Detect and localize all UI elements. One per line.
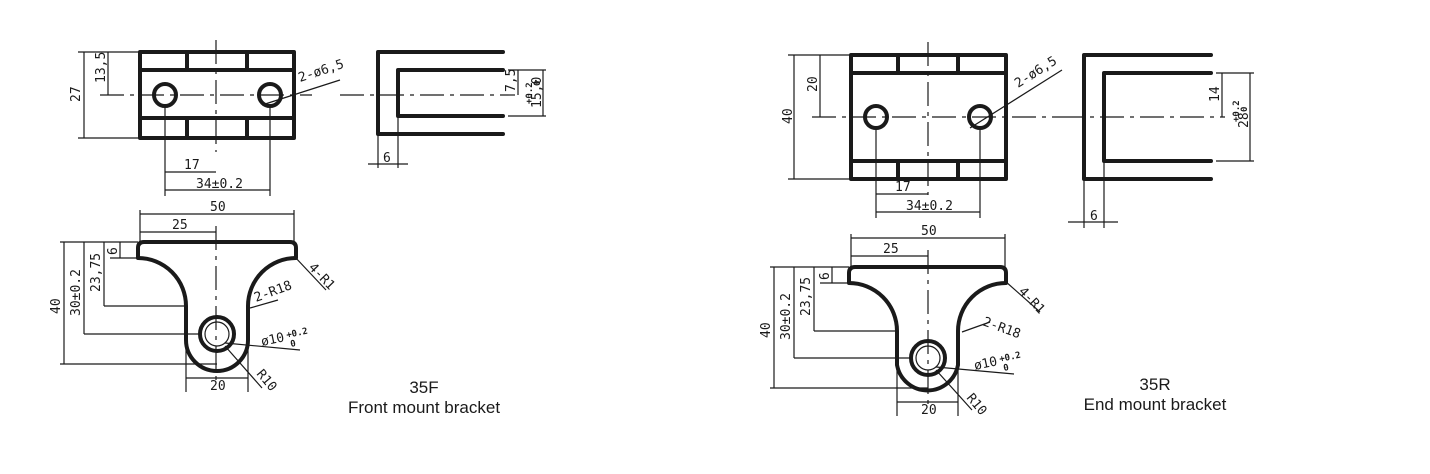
front-pin-hole-dim: ø10: [260, 330, 286, 350]
front-side-view: 6 7,5 15,0 +0.2 0: [340, 50, 546, 168]
end-total-height-dim: 40: [759, 322, 774, 338]
end-hole-height-dim: 20: [806, 76, 821, 92]
front-title-label: Front mount bracket: [348, 398, 500, 417]
end-pin-tol-plus: +0.2: [999, 351, 1022, 365]
end-top-view: 40 20 17 34±0.2 2-ø6,5: [781, 42, 1063, 218]
end-height-dim: 40: [781, 108, 796, 124]
front-slot-tol-zero: 0: [533, 81, 543, 86]
end-code-label: 35R: [1139, 375, 1170, 394]
front-total-height-dim: 40: [49, 298, 64, 314]
end-center-height-dim: 30±0.2: [779, 293, 794, 340]
end-total-width-dim: 50: [921, 224, 937, 239]
front-pin-tol-plus: +0.2: [286, 327, 309, 341]
front-slot-tol-plus: +0.2: [525, 82, 535, 104]
front-height-dim: 27: [69, 86, 84, 102]
end-side-view: 6 14 28 +0.2 0: [1060, 53, 1254, 228]
front-code-label: 35F: [409, 378, 438, 397]
end-front-view: 50 25 40 30±0.2 23,75 6 4-R1 2-R18 ø10 +…: [759, 224, 1048, 419]
front-width-dim: 34±0.2: [196, 177, 243, 192]
end-half-width-dim: 17: [895, 180, 911, 195]
end-half-total-dim: 25: [883, 242, 899, 257]
end-boss-r-dim: R10: [963, 391, 990, 419]
front-pin-tol-zero: 0: [290, 339, 297, 350]
front-mount-bracket-drawing: 27 13,5 17 34±0.2 2-ø6,5 6 7,5 15,0 +0.2…: [49, 40, 546, 417]
front-front-view: 50 25 40 30±0.2 23,75 6 4-R1 2-R18 ø10 +…: [49, 200, 338, 395]
end-width-dim: 34±0.2: [906, 199, 953, 214]
front-flange-height-dim: 23,75: [89, 253, 104, 292]
end-pin-hole-dim: ø10: [973, 354, 999, 374]
end-slot-tol-plus: +0.2: [1232, 100, 1242, 122]
front-total-width-dim: 50: [210, 200, 226, 215]
end-slot-outer-dim: 28: [1237, 112, 1252, 128]
front-half-total-dim: 25: [172, 218, 188, 233]
end-slot-tol-zero: 0: [1240, 107, 1250, 112]
front-half-width-dim: 17: [184, 158, 200, 173]
front-wall-dim: 6: [383, 151, 391, 166]
end-title-label: End mount bracket: [1084, 395, 1227, 414]
front-corner-r-dim: 4-R1: [305, 260, 338, 293]
end-corner-r-dim: 4-R1: [1015, 284, 1048, 317]
front-boss-r-dim: R10: [253, 367, 280, 395]
front-slot-inner-dim: 7,5: [504, 69, 519, 92]
end-mount-bracket-drawing: 40 20 17 34±0.2 2-ø6,5 6 14 28 +0.2 0: [759, 42, 1254, 419]
front-flange-thk-dim: 6: [106, 247, 121, 255]
end-boss-width-dim: 20: [921, 403, 937, 418]
end-fillet-r-dim: 2-R18: [981, 315, 1023, 342]
end-flange-thk-dim: 6: [818, 272, 833, 280]
end-flange-height-dim: 23,75: [799, 277, 814, 316]
front-top-view: 27 13,5 17 34±0.2 2-ø6,5: [69, 40, 346, 196]
end-slot-inner-dim: 14: [1208, 86, 1223, 102]
end-pin-tol-zero: 0: [1003, 363, 1010, 374]
front-holes-dim: 2-ø6,5: [297, 57, 346, 86]
front-center-height-dim: 30±0.2: [69, 269, 84, 316]
end-wall-dim: 6: [1090, 209, 1098, 224]
front-slot-outer-dim: 15,0: [530, 77, 545, 108]
front-hole-height-dim: 13,5: [94, 52, 109, 83]
front-boss-width-dim: 20: [210, 379, 226, 394]
